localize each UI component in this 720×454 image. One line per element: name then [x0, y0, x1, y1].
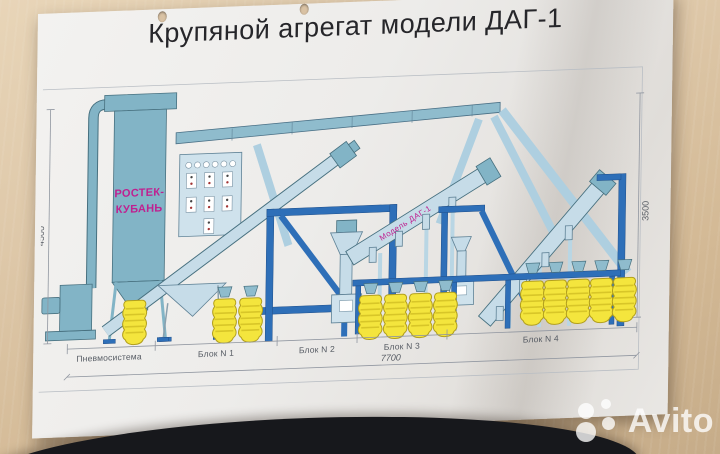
dimension-bottom: 7700	[63, 322, 640, 381]
label-block4: Блок N 4	[523, 333, 559, 344]
label-pneumo: Пневмосистема	[76, 351, 142, 364]
label-block3: Блок N 3	[384, 341, 420, 352]
dim-left-value: 4500	[38, 226, 46, 246]
label-block1: Блок N 1	[198, 348, 234, 359]
poster-paper: Крупяной агрегат модели ДАГ-1	[32, 0, 674, 439]
dimension-left: 4500	[38, 109, 55, 345]
aspiration-fan	[41, 283, 96, 342]
label-block2: Блок N 2	[299, 344, 335, 355]
avito-logo-icon	[575, 398, 622, 444]
avito-watermark: Avito	[575, 398, 714, 444]
dimension-right: 3500	[632, 92, 651, 318]
dim-total-value: 7700	[381, 352, 401, 363]
control-panel	[178, 151, 243, 238]
brand-text-line2: КУБАНЬ	[116, 202, 163, 216]
section-labels: Пневмосистема Блок N 1 Блок N 2 Блок N 3…	[76, 333, 559, 364]
diagonal-ducts	[253, 107, 632, 276]
avito-watermark-text: Avito	[627, 401, 714, 440]
right-conveyor	[477, 169, 617, 327]
machine-diagram: РОСТЕК- КУБАНЬ	[38, 66, 651, 393]
dim-right-value: 3500	[640, 201, 650, 221]
top-duct	[175, 101, 501, 145]
brand-text-line1: РОСТЕК-	[114, 186, 164, 200]
